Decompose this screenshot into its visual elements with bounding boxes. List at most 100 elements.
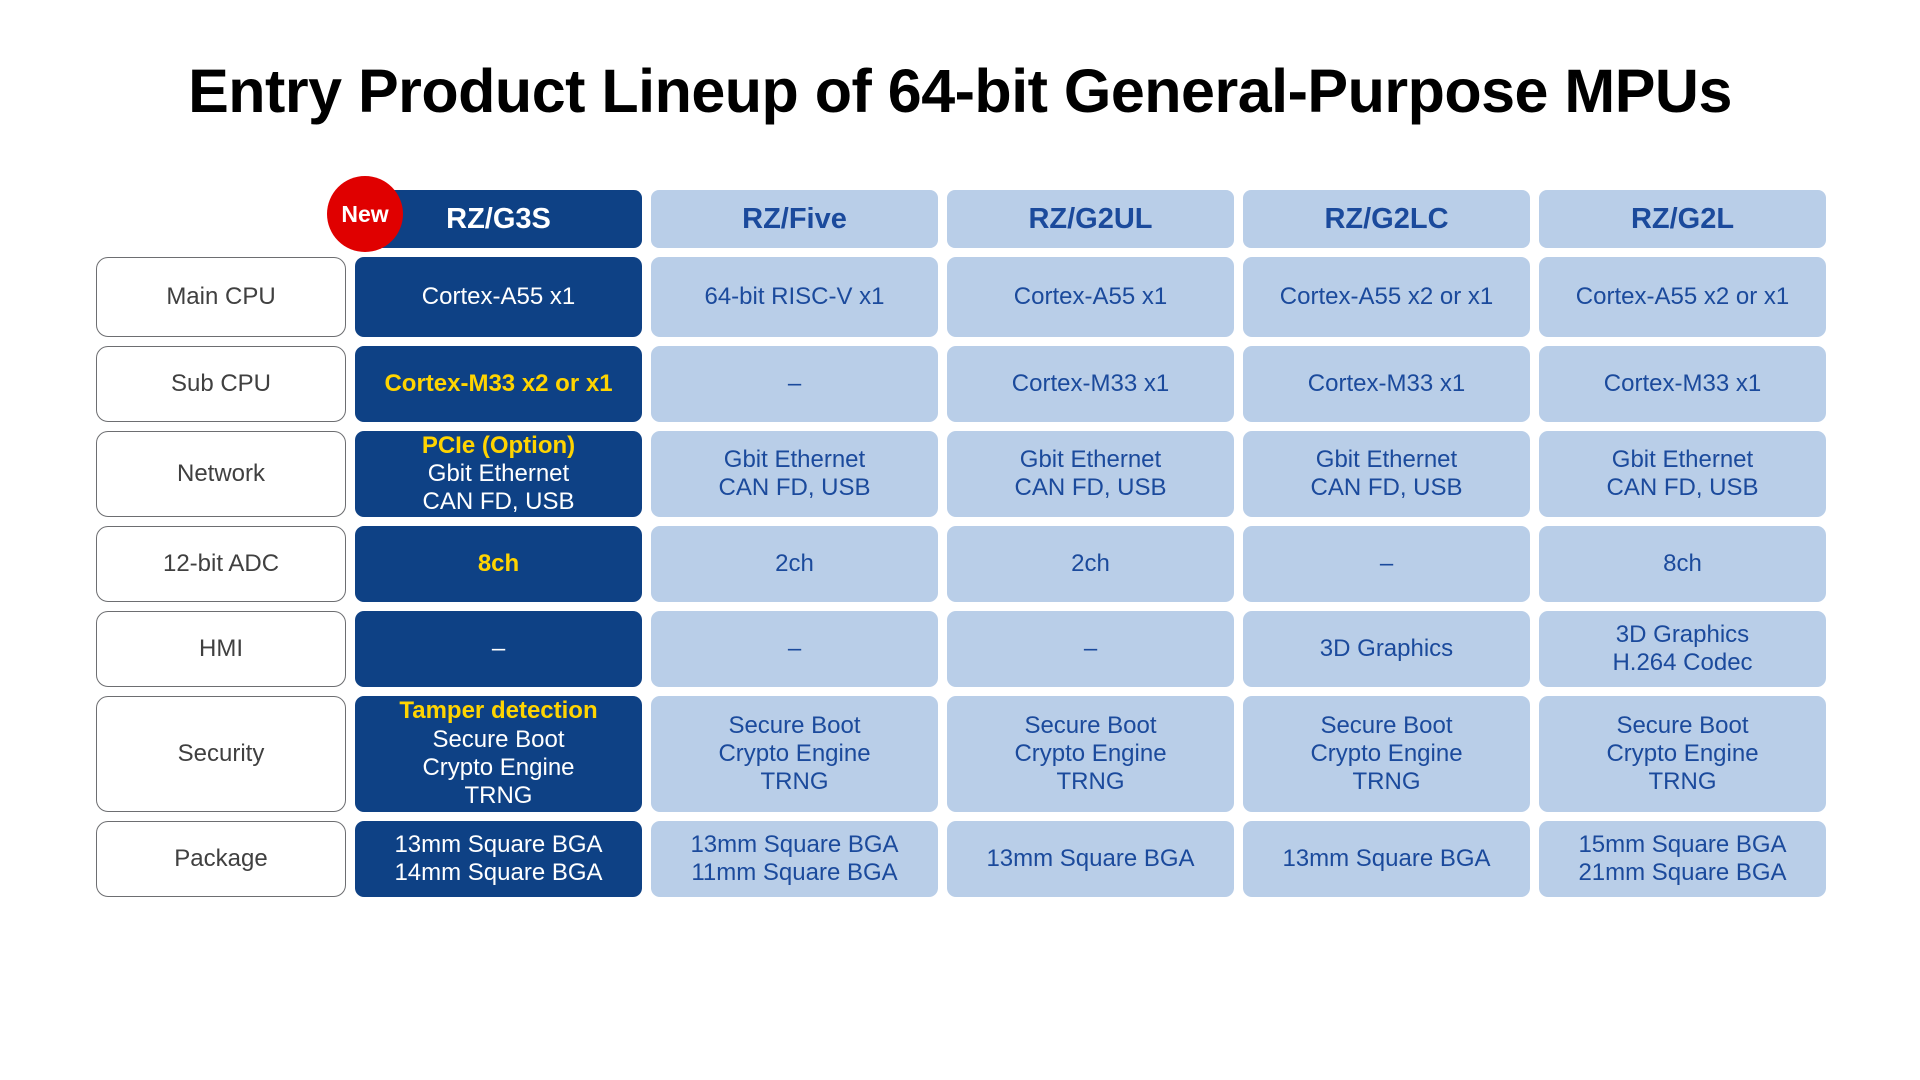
row-label-main-cpu: Main CPU bbox=[96, 257, 346, 337]
row-label-12-bit-adc: 12-bit ADC bbox=[96, 526, 346, 602]
table-cell: Cortex-M33 x1 bbox=[1539, 346, 1826, 422]
table-cell-content: – bbox=[788, 370, 801, 398]
table-cell-content: 2ch bbox=[775, 550, 814, 578]
cell-line: Cortex-M33 x1 bbox=[1011, 369, 1170, 397]
cell-line: Secure Boot bbox=[432, 725, 565, 753]
cell-line: Cortex-A55 x1 bbox=[1013, 282, 1168, 310]
table-cell: – bbox=[355, 611, 642, 687]
table-cell-content: – bbox=[1380, 550, 1393, 578]
table-cell: Cortex-A55 x1 bbox=[355, 257, 642, 337]
cell-line: 13mm Square BGA bbox=[394, 830, 603, 858]
row-label-text: Network bbox=[176, 460, 266, 487]
table-cell-content: 3D Graphics bbox=[1320, 635, 1453, 663]
table-row: Sub CPU Cortex-M33 x2 or x1 – Cortex-M33 x1… bbox=[96, 346, 1826, 422]
cell-line: 21mm Square BGA bbox=[1578, 859, 1787, 886]
table-cell: 3D Graphics bbox=[1243, 611, 1530, 687]
cell-line: CAN FD, USB bbox=[422, 488, 575, 516]
cell-line-accent: Cortex-M33 x2 or x1 bbox=[384, 369, 613, 397]
cell-line: CAN FD, USB bbox=[1014, 474, 1167, 501]
cell-line: CAN FD, USB bbox=[1606, 474, 1759, 501]
table-cell: Cortex-M33 x1 bbox=[947, 346, 1234, 422]
row-label-text: Security bbox=[177, 740, 265, 767]
cell-line: Cortex-M33 x1 bbox=[1307, 369, 1466, 397]
table-cell: 8ch bbox=[1539, 526, 1826, 602]
table-cell-content: 13mm Square BGA bbox=[986, 845, 1194, 873]
table-cell: Cortex-M33 x2 or x1 bbox=[355, 346, 642, 422]
cell-line: 64-bit RISC-V x1 bbox=[704, 282, 885, 310]
row-label-text: HMI bbox=[199, 635, 243, 662]
cell-line: Gbit Ethernet bbox=[427, 459, 570, 487]
table-cell-content: 64-bit RISC-V x1 bbox=[704, 283, 884, 311]
cell-line: – bbox=[1083, 634, 1098, 662]
table-cell: 13mm Square BGA bbox=[1243, 821, 1530, 897]
row-label-text: Sub CPU bbox=[170, 370, 272, 397]
cell-line: 3D Graphics bbox=[1615, 620, 1750, 648]
cell-line: Cortex-M33 x1 bbox=[1603, 369, 1762, 397]
cell-line: TRNG bbox=[1056, 768, 1125, 796]
column-header-rz-g3s[interactable]: RZ/G3S bbox=[355, 190, 642, 248]
cell-line: Secure Boot bbox=[1616, 711, 1749, 739]
table-cell-content: Cortex-M33 x2 or x1 bbox=[384, 370, 612, 398]
row-label-text: Main CPU bbox=[166, 283, 276, 310]
cell-line: 13mm Square BGA bbox=[1282, 844, 1491, 872]
column-header-rz-g2lc[interactable]: RZ/G2LC bbox=[1243, 190, 1530, 248]
row-label-hmi: HMI bbox=[96, 611, 346, 687]
cell-line: Crypto Engine bbox=[1606, 739, 1759, 767]
table-cell-content: – bbox=[1084, 635, 1097, 663]
table-cell-content: – bbox=[492, 635, 505, 663]
cell-line: 3D Graphics bbox=[1319, 634, 1454, 662]
row-label-text: 12-bit ADC bbox=[162, 550, 280, 577]
cell-line: 2ch bbox=[775, 549, 814, 577]
cell-line: 8ch bbox=[1663, 549, 1702, 577]
cell-line: Secure Boot bbox=[728, 711, 861, 739]
new-badge-label: New bbox=[341, 200, 389, 227]
cell-line-accent: 8ch bbox=[477, 549, 520, 577]
cell-line: Crypto Engine bbox=[1014, 739, 1167, 767]
table-cell-content: Cortex-A55 x1 bbox=[1014, 283, 1167, 311]
cell-line: Cortex-A55 x1 bbox=[421, 282, 576, 310]
row-label-network: Network bbox=[96, 431, 346, 517]
table-cell: – bbox=[651, 611, 938, 687]
cell-line-accent: PCIe (Option) bbox=[421, 431, 576, 459]
cell-line: Secure Boot bbox=[1024, 711, 1157, 739]
new-badge: New bbox=[327, 176, 403, 252]
cell-line: 14mm Square BGA bbox=[394, 859, 603, 886]
row-label-sub-cpu: Sub CPU bbox=[96, 346, 346, 422]
table-cell: 64-bit RISC-V x1 bbox=[651, 257, 938, 337]
row-label-security: Security bbox=[96, 696, 346, 812]
column-header-rz-five[interactable]: RZ/Five bbox=[651, 190, 938, 248]
column-header-rz-g2ul[interactable]: RZ/G2UL bbox=[947, 190, 1234, 248]
cell-line: 13mm Square BGA bbox=[690, 830, 899, 858]
table-cell: Cortex-A55 x2 or x1 bbox=[1243, 257, 1530, 337]
cell-line: Gbit Ethernet bbox=[1611, 445, 1754, 473]
table-cell-content: – bbox=[788, 635, 801, 663]
cell-line: TRNG bbox=[464, 782, 533, 810]
table-cell: 13mm Square BGA bbox=[947, 821, 1234, 897]
table-cell-content: 13mm Square BGA bbox=[1282, 845, 1490, 873]
cell-line-accent: Tamper detection bbox=[399, 697, 598, 725]
table-cell: – bbox=[651, 346, 938, 422]
column-header-rz-g2l[interactable]: RZ/G2L bbox=[1539, 190, 1826, 248]
cell-line: H.264 Codec bbox=[1612, 649, 1753, 676]
